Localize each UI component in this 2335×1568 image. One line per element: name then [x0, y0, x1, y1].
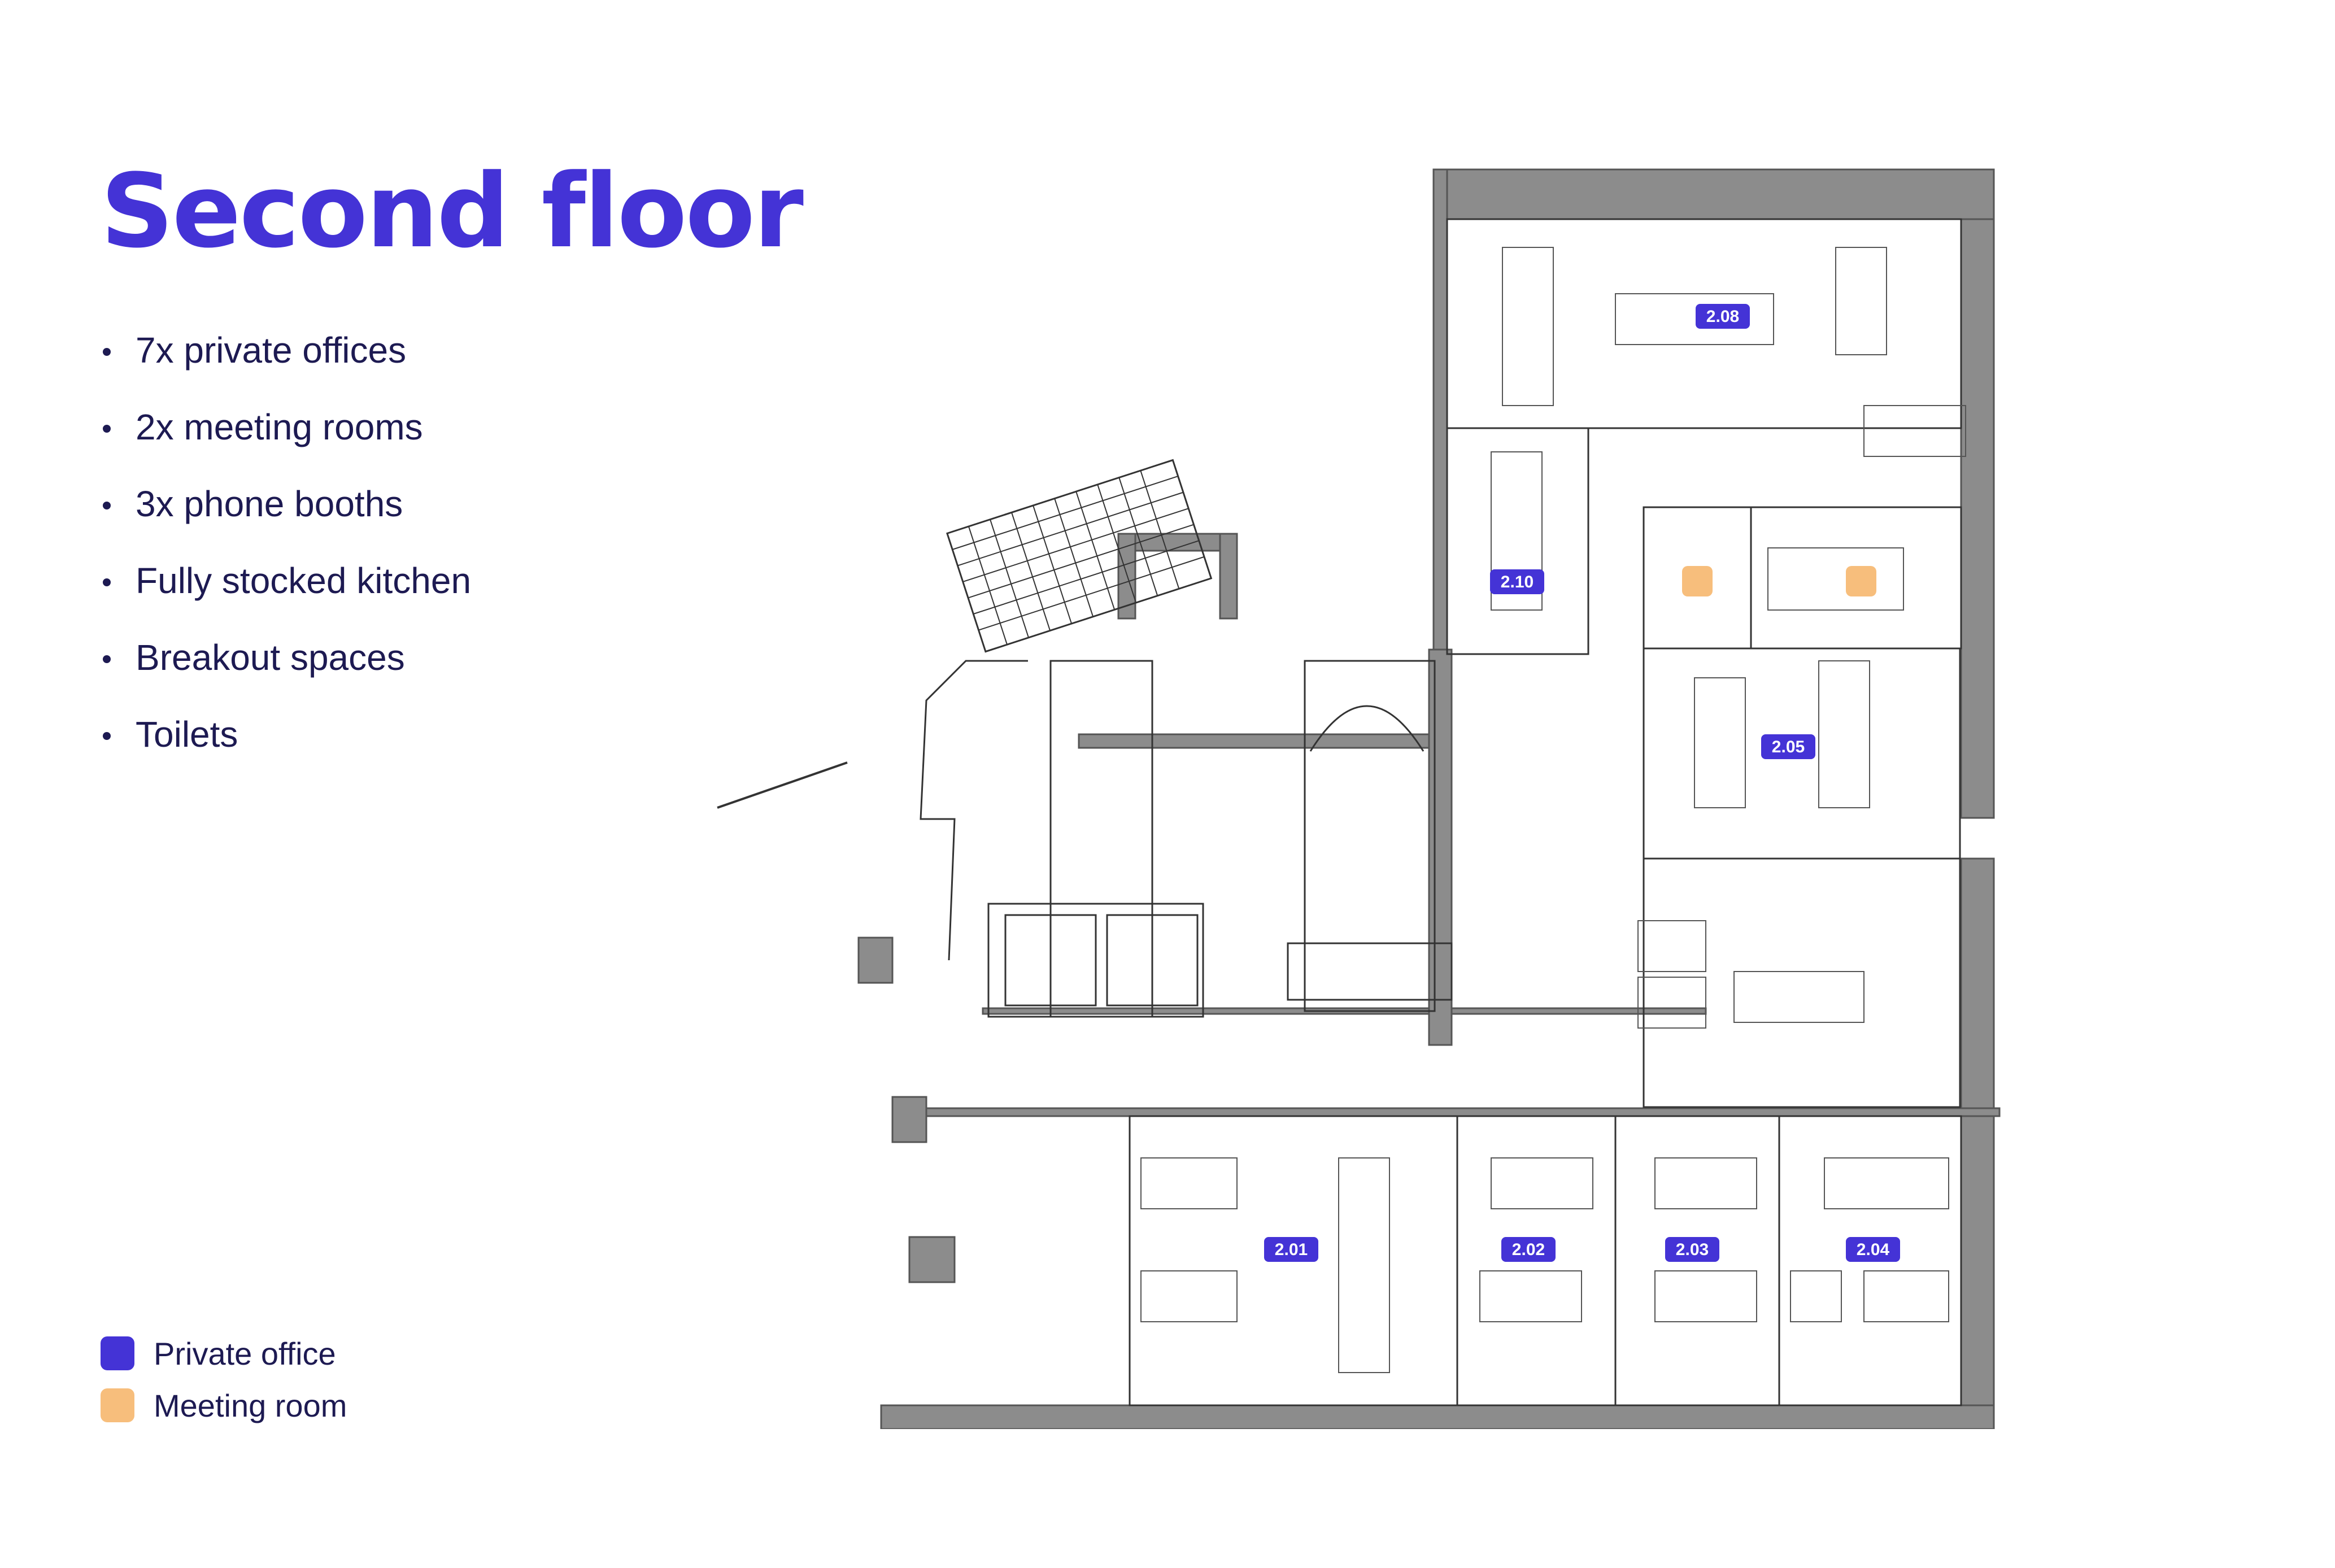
room-208-label: 2.08 — [1706, 307, 1739, 326]
corridor-wall-south — [925, 1107, 2001, 1117]
room-201-label: 2.01 — [1275, 1240, 1308, 1259]
staircase — [1304, 660, 1436, 1012]
toilets-block — [1049, 660, 1153, 1018]
meeting-room-marker — [1682, 566, 1713, 596]
feature-item: Toilets — [101, 700, 471, 777]
room-210-label: 2.10 — [1501, 573, 1534, 591]
lift — [1004, 914, 1097, 1007]
room-202-badge: 2.02 — [1501, 1237, 1556, 1262]
column — [857, 937, 894, 984]
room-204-outline — [1778, 1115, 1962, 1406]
stair-arch — [1309, 705, 1424, 752]
column — [891, 1096, 927, 1143]
legend: Private office Meeting room — [101, 1327, 347, 1431]
page-title: Second floor — [101, 153, 804, 271]
room-202-label: 2.02 — [1512, 1240, 1545, 1259]
floor-plan: 2.08 2.10 2.05 2.01 2.02 2.03 2.04 — [717, 168, 2001, 1429]
room-210-outline — [1446, 427, 1589, 655]
column — [908, 1236, 956, 1283]
room-204-label: 2.04 — [1857, 1240, 1890, 1259]
room-205-label: 2.05 — [1772, 738, 1805, 756]
column — [1428, 648, 1453, 1046]
feature-item: 7x private offices — [101, 316, 471, 393]
lift-lobby — [987, 903, 1204, 1018]
feature-list: 7x private offices 2x meeting rooms 3x p… — [101, 316, 471, 777]
feature-item: Fully stocked kitchen — [101, 547, 471, 624]
riser — [1287, 942, 1453, 1001]
south-facade-wall — [880, 1404, 1995, 1429]
desk-cluster — [1140, 247, 1966, 1373]
room-208-badge: 2.08 — [1696, 304, 1750, 329]
meeting-room-marker — [1846, 566, 1876, 596]
external-stair — [946, 459, 1213, 653]
legend-label: Meeting room — [154, 1387, 347, 1423]
east-wall-lower — [1960, 857, 1995, 1427]
meeting-room-swatch — [101, 1388, 134, 1422]
kitchen-outline — [1643, 857, 1961, 1108]
room-203-badge: 2.03 — [1665, 1237, 1719, 1262]
east-wall-upper — [1960, 218, 1995, 819]
room-210-badge: 2.10 — [1490, 569, 1544, 594]
room-203-label: 2.03 — [1676, 1240, 1709, 1259]
north-facade-wall — [1445, 168, 1995, 220]
feature-item: 3x phone booths — [101, 470, 471, 547]
room-205-badge: 2.05 — [1761, 734, 1815, 759]
column — [1219, 533, 1238, 620]
core-wall — [1078, 733, 1447, 749]
external-balcony-outline — [920, 660, 1028, 961]
private-office-swatch — [101, 1336, 134, 1370]
legend-item-meeting-room: Meeting room — [101, 1379, 347, 1431]
lift — [1106, 914, 1199, 1007]
feature-item: Breakout spaces — [101, 624, 471, 700]
external-rail — [717, 761, 848, 809]
room-208-outline — [1446, 218, 1962, 429]
legend-item-private-office: Private office — [101, 1327, 347, 1379]
room-201-badge: 2.01 — [1264, 1237, 1318, 1262]
room-204-badge: 2.04 — [1846, 1237, 1900, 1262]
feature-item: 2x meeting rooms — [101, 393, 471, 470]
legend-label: Private office — [154, 1335, 336, 1371]
